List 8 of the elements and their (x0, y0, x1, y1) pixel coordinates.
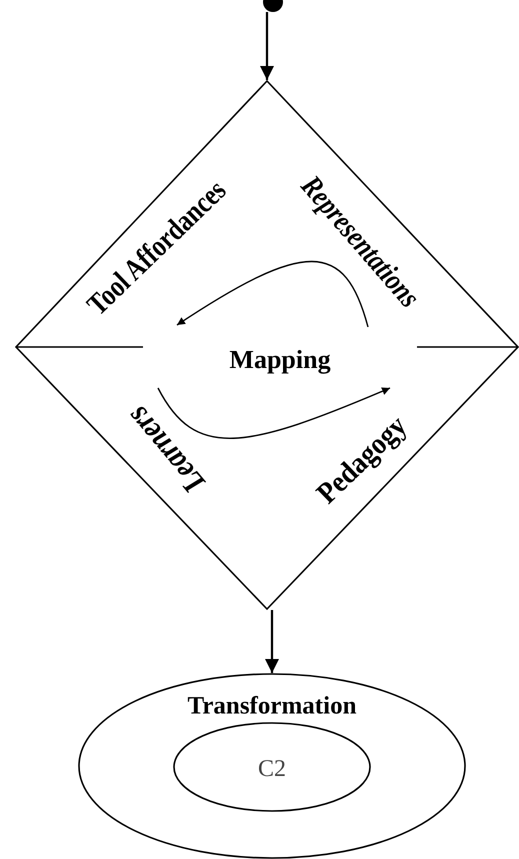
ring-label: Transformation (188, 694, 356, 718)
arrow (265, 610, 279, 673)
center-label: Mapping (229, 347, 331, 373)
arrow (260, 12, 274, 80)
ellipse-shape (78, 673, 466, 859)
decision-diamond (15, 80, 519, 610)
ellipse-shape (173, 722, 371, 812)
center-label: C2 (258, 757, 286, 781)
